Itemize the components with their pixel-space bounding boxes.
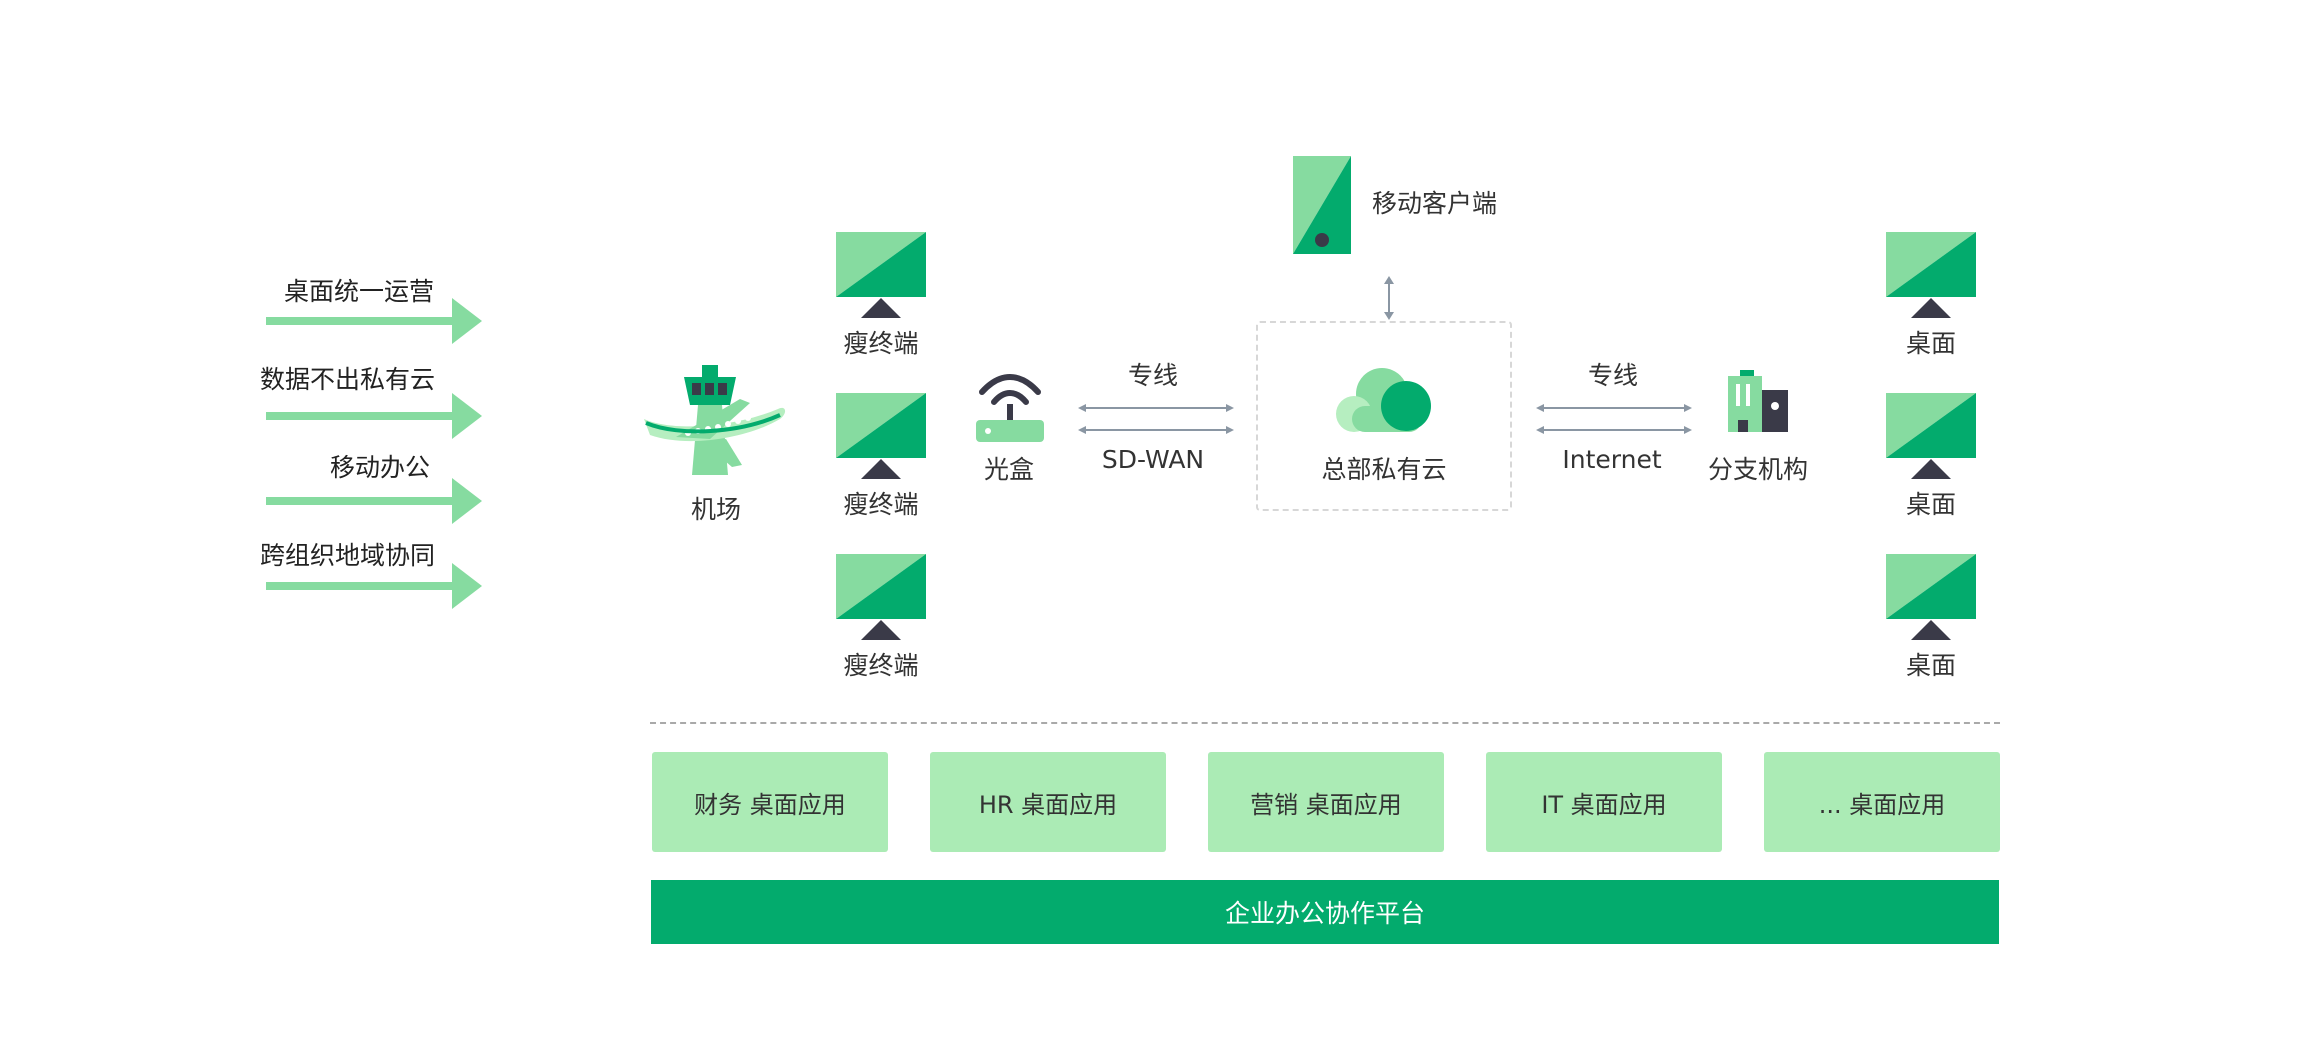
right-arrow-icon [266,478,482,524]
mobile-client-label: 移动客户端 [1372,189,1498,218]
hq-cloud-box [1256,321,1512,511]
benefit-label: 桌面统一运营 [284,277,435,306]
building-icon [1728,370,1788,432]
link-left-top-label: 专线 [1127,361,1179,390]
monitor-icon [1886,554,1976,640]
monitor-icon [836,232,926,318]
vertical-double-arrow [1384,276,1394,320]
benefit-label: 跨组织地域协同 [260,541,436,570]
monitor-icon [1886,393,1976,479]
thin-client-label: 瘦终端 [843,490,919,519]
app-box-marketing: 营销 桌面应用 [1208,752,1444,852]
section-divider [650,722,2000,724]
branch-label: 分支机构 [1707,455,1809,484]
right-arrow-icon [266,563,482,609]
monitor-icon [836,554,926,640]
benefit-label: 移动办公 [330,453,431,482]
optical-box-label: 光盒 [983,455,1035,484]
wifi-router-icon [976,374,1044,442]
app-box-more: ... 桌面应用 [1764,752,2000,852]
airport-label: 机场 [690,495,742,524]
desktop-label: 桌面 [1905,490,1957,519]
double-arrow-connector [1536,404,1692,434]
monitor-icon [1886,232,1976,318]
link-right-top-label: 专线 [1587,361,1639,390]
app-box-hr: HR 桌面应用 [930,752,1166,852]
desktop-label: 桌面 [1905,651,1957,680]
app-box-finance: 财务 桌面应用 [652,752,888,852]
link-right-bottom-label: Internet [1562,445,1662,474]
mobile-phone-icon [1293,156,1351,254]
right-arrow-icon [266,298,482,344]
benefit-label: 数据不出私有云 [260,365,436,394]
hq-cloud-label: 总部私有云 [1321,455,1447,484]
right-arrow-icon [266,393,482,439]
airplane-tower-icon [644,365,786,475]
thin-client-label: 瘦终端 [843,329,919,358]
link-left-bottom-label: SD-WAN [1101,445,1205,474]
app-box-it: IT 桌面应用 [1486,752,1722,852]
monitor-icon [836,393,926,479]
desktop-label: 桌面 [1905,329,1957,358]
double-arrow-connector [1078,404,1234,434]
thin-client-label: 瘦终端 [843,651,919,680]
platform-bar: 企业办公协作平台 [651,880,1999,944]
cloud-icon [1336,368,1431,432]
